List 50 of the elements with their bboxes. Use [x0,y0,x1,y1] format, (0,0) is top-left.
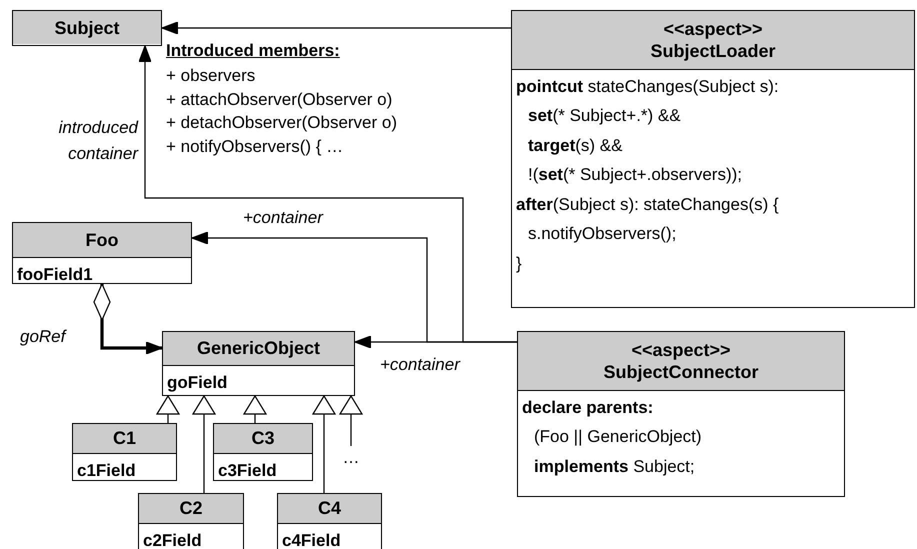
class-box [277,493,382,549]
code-line: target(s) && [527,134,624,157]
attribute-name: c4Field [282,530,342,549]
class-name: GenericObject [196,337,320,360]
association-arrow [354,335,517,349]
class-name: Foo [86,228,118,251]
inheritance-arrow [192,395,216,493]
class-name: C4 [318,497,341,520]
attribute-name: goField [167,372,228,394]
inheritance-arrow [312,395,336,493]
stereotype-label: <<aspect>> [631,338,731,361]
aspect-box [511,10,915,308]
code-line: } [516,252,523,274]
attribute-name: c1Field [77,460,137,482]
inheritance-arrow [243,395,267,423]
class-name: C2 [179,497,202,520]
class-box [72,423,177,481]
code-line: pointcut stateChanges(Subject s): [516,76,780,98]
class-name: Subject [54,16,120,38]
section-heading: Introduced members: [166,40,340,62]
attribute-name: fooField1 [17,264,94,286]
member-text: + notifyObservers() { … [166,136,344,158]
ellipsis: … [342,447,360,469]
code-line: s.notifyObservers(); [527,223,678,245]
code-line: after(Subject s): stateChanges(s) { [516,194,780,216]
inheritance-arrow [156,395,180,423]
attribute-name: c2Field [143,530,203,549]
code-line: implements Subject; [533,456,696,478]
inheritance-arrow [339,395,363,446]
aggregation-arrow [93,283,163,355]
class-box [12,222,192,284]
member-text: + detachObserver(Observer o) [166,112,398,134]
stereotype-label: <<aspect>> [663,18,763,40]
code-line: set(* Subject+.*) && [527,105,682,127]
class-name: C3 [251,427,274,450]
association-arrow [161,21,511,35]
code-line: (Foo || GenericObject) [533,426,703,448]
member-text: + attachObserver(Observer o) [166,89,392,111]
class-box [213,423,313,481]
class-box [162,331,355,396]
class-name: SubjectConnector [603,360,758,383]
code-line: !(set(* Subject+.observers)); [527,164,744,186]
aspect-box [517,331,845,497]
class-box [138,493,244,549]
edge-label: goRef [20,327,66,347]
class-name: C1 [112,427,136,450]
class-name: SubjectLoader [650,40,776,62]
attribute-name: c3Field [218,460,278,482]
code-line: declare parents: [522,396,654,418]
member-text: + observers [166,65,256,87]
